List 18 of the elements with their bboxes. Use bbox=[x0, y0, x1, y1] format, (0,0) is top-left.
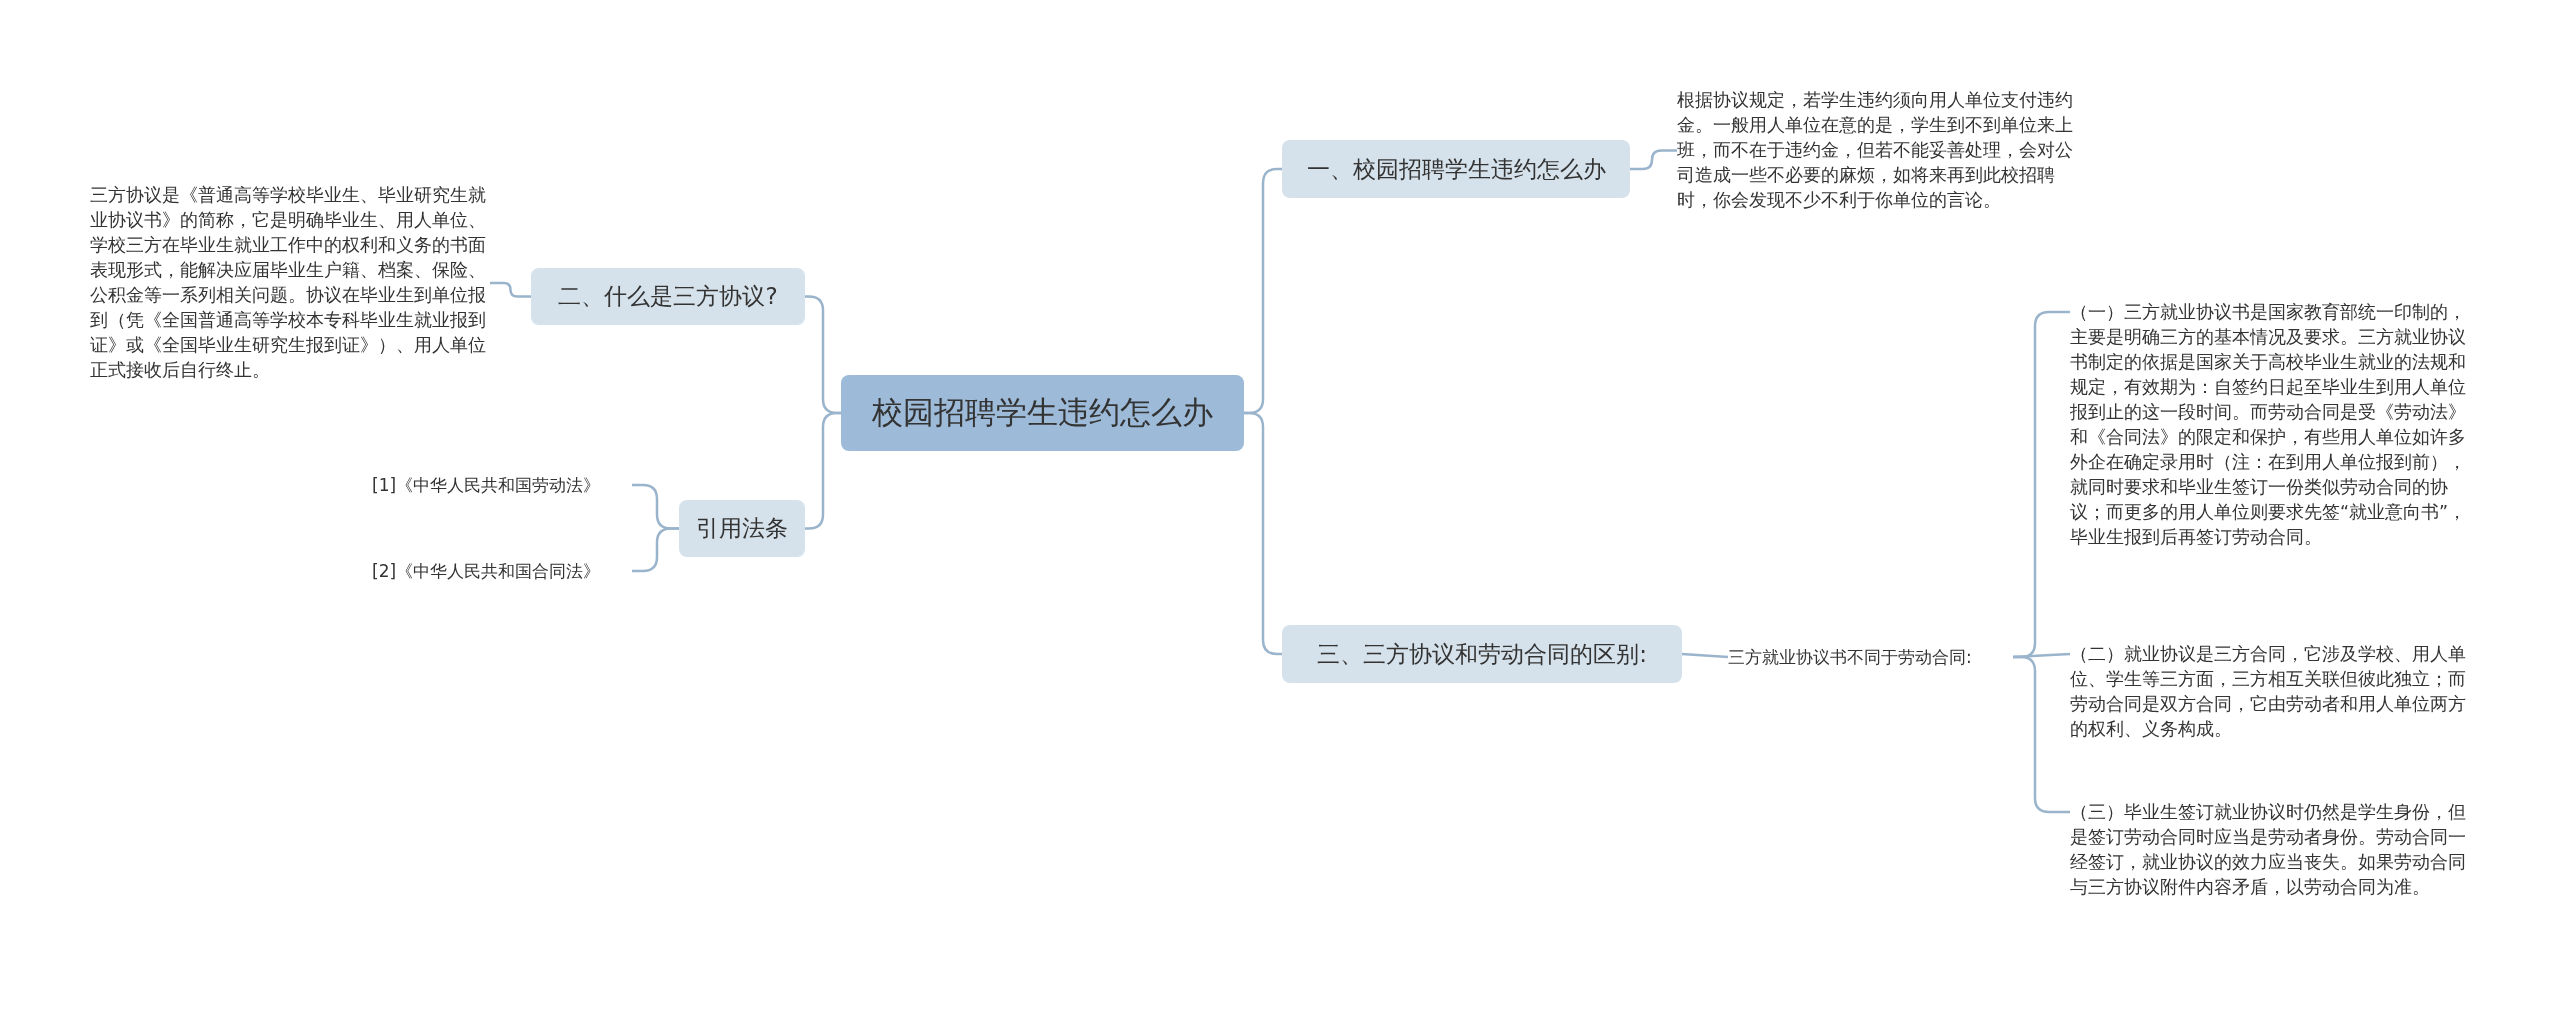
topic-box: 三、三方协议和劳动合同的区别: bbox=[1282, 625, 1682, 683]
subtopic-text: 三方就业协议书不同于劳动合同: bbox=[1728, 642, 2013, 672]
connector-line bbox=[1630, 149, 1677, 171]
connector-line bbox=[1681, 652, 1729, 659]
topic-box: 一、校园招聘学生违约怎么办 bbox=[1282, 140, 1630, 198]
note-text: 三方协议是《普通高等学校毕业生、毕业研究生就业协议书》的简称，它是明确毕业生、用人单位、学校三方在毕业生就业工作中的权利和义务的书面表现形式，能解决应届毕业生户籍、档案、保险、公积金等一系列相关问题。协议在毕业生到单位报到（凭《全国普通高等学校本专科毕业生就业报到证》或《全国毕业生研究生报到证》）、用人单位正式接收后自行终止。 bbox=[90, 183, 490, 383]
connector-line bbox=[2013, 655, 2070, 814]
note-text: （二）就业协议是三方合同，它涉及学校、用人单位、学生等三方面，三方相互关联但彼此独立；而劳动合同是双方合同，它由劳动者和用人单位两方的权利、义务构成。 bbox=[2070, 642, 2475, 742]
reference-text: [1]《中华人民共和国劳动法》 bbox=[372, 472, 632, 498]
note-text: （三）毕业生签订就业协议时仍然是学生身份，但是签订劳动合同时应当是劳动者身份。劳动合同一经签订，就业协议的效力应当丧失。如果劳动合同与三方协议附件内容矛盾，以劳动合同为准。 bbox=[2070, 800, 2475, 900]
topic-box: 引用法条 bbox=[679, 500, 805, 557]
note-text: （一）三方就业协议书是国家教育部统一印制的，主要是明确三方的基本情况及要求。三方就业协议书制定的依据是国家关于高校毕业生就业的法规和规定，有效期为：自签约日起至毕业生到用人单位报到止的这一段时间。而劳动合同是受《劳动法》和《合同法》的限定和保护，有些用人单位如许多外企在确定录用时（注：在到用人单位报到前），就同时要求和毕业生签订一份类似劳动合同的协议；而更多的用人单位则要求先签“就业意向书”，毕业生报到后再签订劳动合同。 bbox=[2070, 300, 2475, 550]
connector-line bbox=[490, 281, 531, 298]
connector-line bbox=[632, 527, 679, 573]
reference-text: [2]《中华人民共和国合同法》 bbox=[372, 558, 632, 584]
note-text: 根据协议规定，若学生违约须向用人单位支付违约金。一般用人单位在意的是，学生到不到单位来上班，而不在于违约金，但若不能妥善处理，会对公司造成一些不必要的麻烦，如将来再到此校招聘时，你会发现不少不利于你单位的言论。 bbox=[1677, 88, 2077, 213]
central-topic-box: 校园招聘学生违约怎么办 bbox=[841, 375, 1244, 451]
topic-box: 二、什么是三方协议? bbox=[531, 268, 805, 325]
